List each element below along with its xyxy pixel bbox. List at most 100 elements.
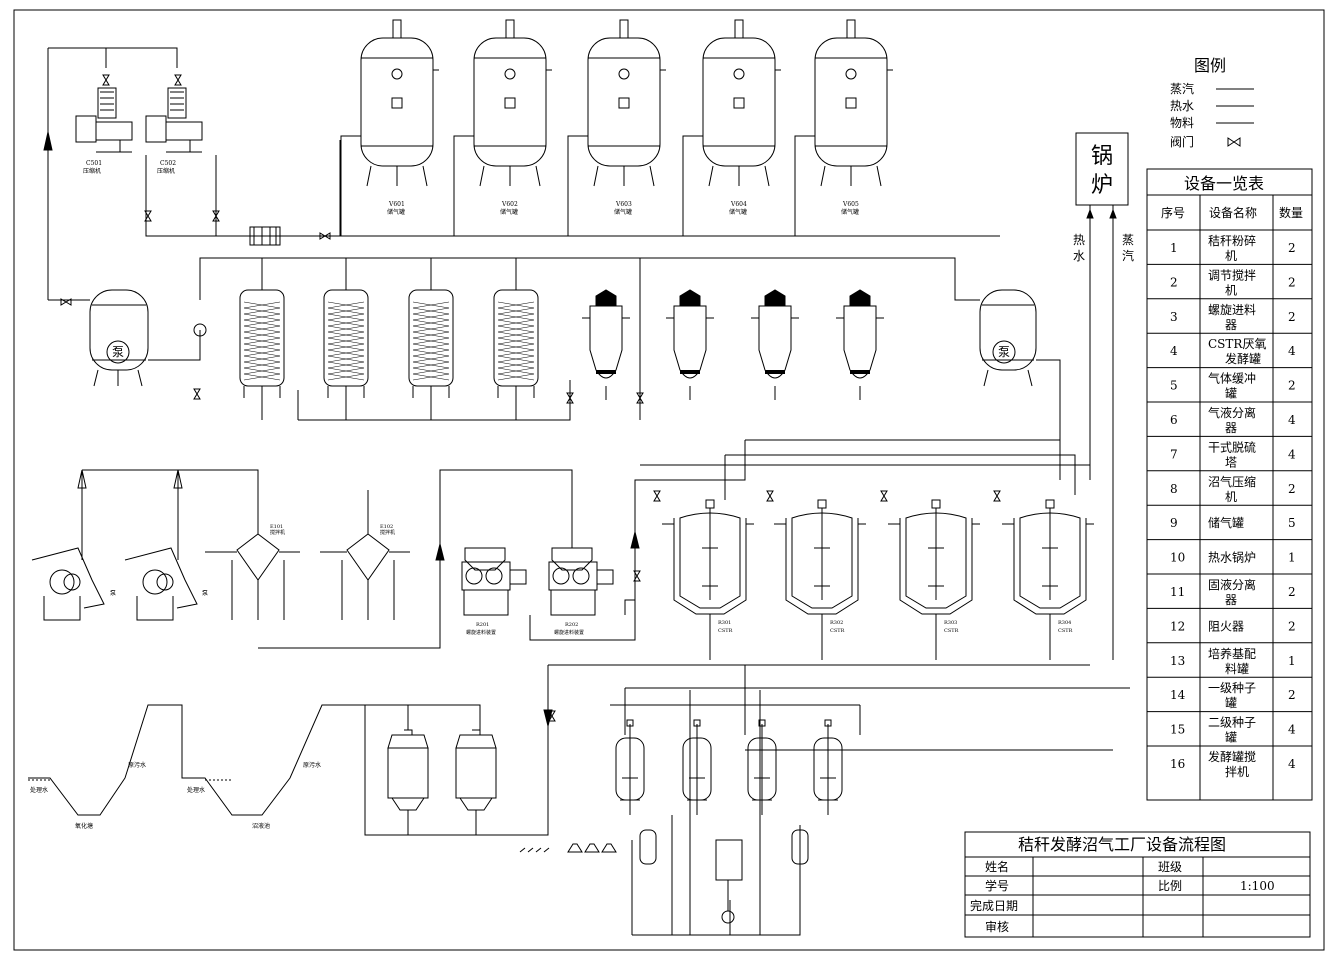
- row-name-line-2: 机: [1225, 490, 1237, 504]
- separator-nozzles: [751, 317, 799, 400]
- boiler-box: [1075, 132, 1129, 206]
- seed-bottom-lines: [631, 690, 801, 936]
- gas-tank-legs: [366, 165, 428, 187]
- row-number: 1: [1170, 241, 1178, 255]
- mixers: E101 搅拌机 E102 搅拌机: [205, 469, 573, 649]
- gas-tank-legs: [708, 165, 770, 187]
- level-gauge: [733, 97, 745, 109]
- equipment-table-header-no: 序号: [1161, 205, 1185, 220]
- screw-2-base: [550, 590, 596, 616]
- cstr-code: R303: [944, 620, 957, 626]
- mixer-lines: [257, 469, 573, 649]
- pump-glyph: 泵: [112, 345, 124, 359]
- crusher-1-base: [43, 596, 81, 621]
- buffer-tank-body: [979, 289, 1037, 371]
- row-number: 8: [1170, 482, 1178, 496]
- valve-icon: [174, 74, 182, 86]
- separator-lines: [365, 704, 481, 835]
- row-name-line-2: 器: [1225, 421, 1237, 435]
- row-number: 16: [1170, 757, 1185, 771]
- row-name-line-1: 干式脱硫: [1208, 439, 1256, 454]
- separator-cap: [679, 289, 701, 307]
- oxidation-pond-label: 氧化塘: [75, 822, 93, 830]
- row-quantity: 4: [1288, 413, 1296, 427]
- completion-date-label: 完成日期: [970, 898, 1018, 913]
- gas-liquid-separator: [666, 289, 714, 400]
- buffer-tank-legs: [93, 369, 143, 387]
- screw-2-code: R202: [565, 622, 578, 628]
- row-number: 12: [1170, 619, 1185, 633]
- buffer-tank-body: [89, 289, 149, 371]
- row-number: 7: [1170, 447, 1178, 461]
- level-gauge: [618, 97, 630, 109]
- hot-water-label-1: 热: [1073, 233, 1085, 247]
- boiler-label-1: 锅: [1091, 144, 1113, 169]
- boiler-lines: [1089, 205, 1114, 660]
- screw-feeders: R201 螺旋进料装置 R202 螺旋进料装置: [461, 440, 746, 641]
- valve-icon: [319, 232, 331, 240]
- cstr-agitator: [814, 508, 830, 600]
- cstr-body: [1019, 512, 1081, 609]
- crusher-1-pump-label: 泵: [110, 590, 116, 597]
- steam-label-2: 汽: [1122, 248, 1134, 263]
- screw-2-rotor: [552, 567, 570, 585]
- seed-tank: [615, 719, 645, 815]
- gas-tank-code: V604: [730, 201, 747, 208]
- row-quantity: 2: [1288, 688, 1296, 702]
- row-name-line-1: 气体缓冲: [1208, 371, 1256, 386]
- row-name: 储气罐: [1208, 515, 1244, 530]
- gas-tank-body: [473, 37, 547, 167]
- row-name-line-1: 二级种子: [1208, 716, 1256, 730]
- level-gauge: [845, 97, 857, 109]
- row-name-line-1: 气液分离: [1208, 405, 1256, 420]
- row-name-line-1: 调节搅拌: [1208, 267, 1256, 282]
- level-gauge: [391, 97, 403, 109]
- gas-tank-body: [587, 37, 661, 167]
- row-name-line-1: 培养基配: [1208, 646, 1256, 661]
- seed-tank-agitator: [818, 724, 838, 801]
- equipment-table-header-name: 设备名称: [1209, 205, 1257, 220]
- gas-tank-nozzles: [567, 69, 666, 236]
- row-quantity: 4: [1288, 723, 1296, 737]
- cstr-motor: [931, 499, 941, 509]
- compressed-gas-header: [145, 140, 1000, 237]
- screw-2-motor: [596, 569, 614, 585]
- solid-liquid-separators: [365, 704, 497, 835]
- row-name-line-2: 罐: [1225, 387, 1237, 401]
- row-name-line-2: 器: [1225, 593, 1237, 607]
- gas-tank-valve: [619, 19, 629, 39]
- crusher-header: [82, 469, 259, 490]
- straw-crushers: 泵 泵: [31, 469, 259, 621]
- cstr-name: CSTR: [718, 628, 733, 634]
- flask-icons: [567, 843, 617, 853]
- legend-material-label: 物料: [1170, 116, 1194, 130]
- seed-tank: [747, 719, 777, 815]
- separator-nozzles: [666, 317, 714, 400]
- screw-1-rotor-2: [485, 567, 503, 585]
- compressor-body: [95, 121, 133, 141]
- row-quantity: 2: [1288, 379, 1296, 393]
- gas-tank-legs: [593, 165, 655, 187]
- buffer-tank-left: 泵: [48, 257, 980, 387]
- gas-tank-legs: [479, 165, 541, 187]
- legend-hot-water-label: 热水: [1170, 99, 1194, 113]
- tower-packing: [243, 301, 281, 381]
- compressor-motor: [97, 87, 117, 119]
- gas-tank-code: V605: [842, 201, 859, 208]
- row-quantity: 4: [1288, 757, 1296, 771]
- row-name-line-2: 拌机: [1225, 764, 1249, 779]
- row-quantity: 2: [1288, 310, 1296, 324]
- row-name-line-2: 器: [1225, 318, 1237, 332]
- tower-nozzles: [412, 258, 450, 420]
- motor-fins: [170, 91, 184, 111]
